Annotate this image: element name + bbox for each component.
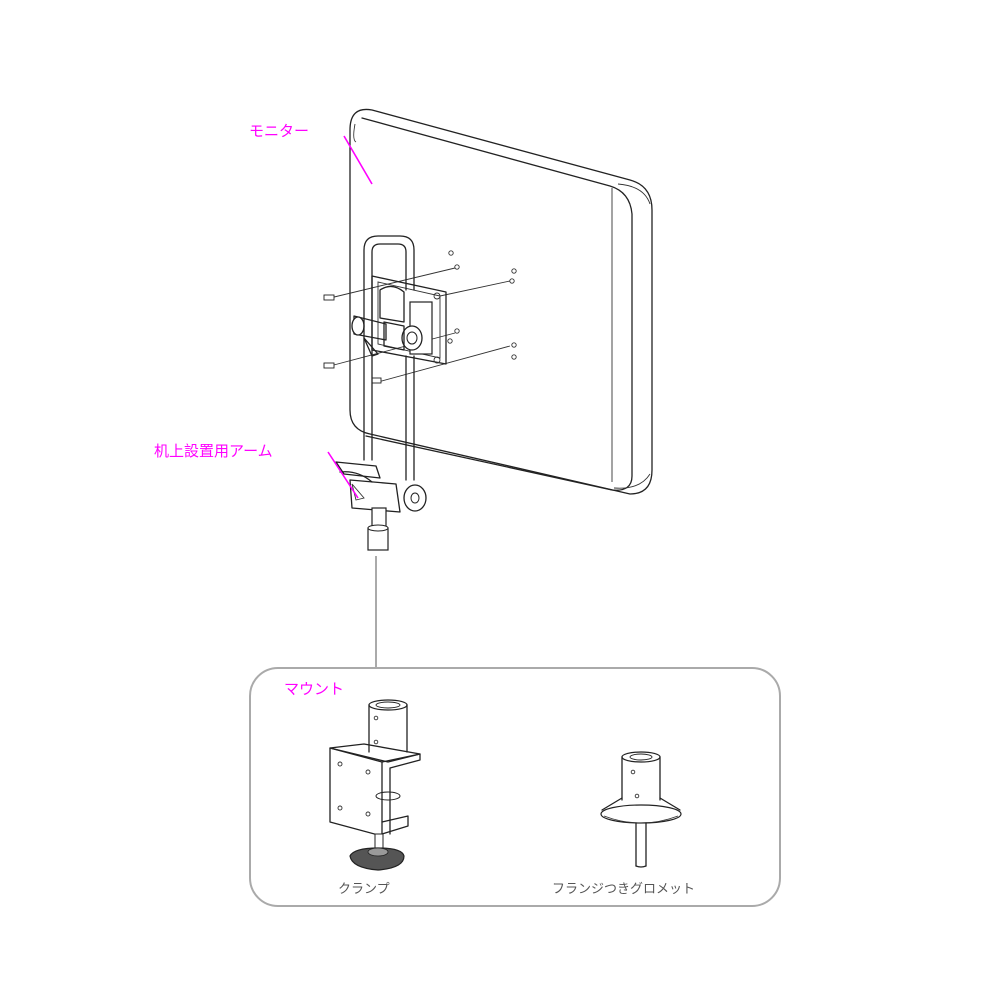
grommet-drawing xyxy=(600,751,682,868)
desk-arm-label: 机上設置用アーム xyxy=(154,442,273,460)
monitor-leader-line xyxy=(343,135,373,185)
vesa-holes xyxy=(447,250,517,360)
clamp-drawing xyxy=(329,699,421,871)
vesa-plate xyxy=(351,275,447,365)
monitor-label: モニター xyxy=(249,122,309,140)
mount-label: マウント xyxy=(284,680,344,698)
arm-pole xyxy=(363,235,415,481)
monitor-drawing xyxy=(349,108,653,495)
mount-panel xyxy=(249,667,781,907)
clamp-label: クランプ xyxy=(338,882,390,897)
desk-arm-leader-line xyxy=(327,451,359,499)
arm-base xyxy=(335,461,427,551)
grommet-label: フランジつきグロメット xyxy=(552,882,695,897)
screws xyxy=(323,267,511,384)
